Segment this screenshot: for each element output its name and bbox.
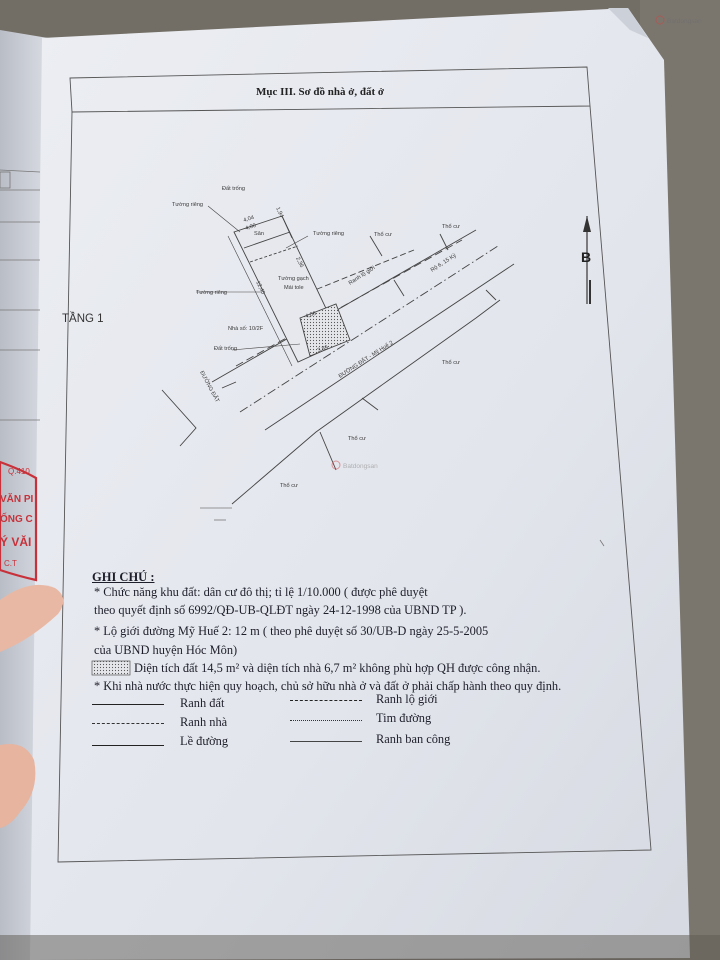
stamp-text-a: Q.410 (8, 467, 30, 476)
dim-bot-1: 4,06 (305, 311, 317, 320)
legend-line-ranh-nha (92, 723, 164, 724)
side-road (161, 389, 197, 447)
legend-line-ranh-dat (92, 704, 164, 705)
road-boundary-dashed (235, 239, 463, 367)
dim-bot-2: 3,89 (317, 345, 329, 354)
legend-label-ranh-lo-gioi: Ranh lộ giới (376, 692, 438, 706)
road-centerline (239, 245, 499, 413)
note-line-5: Diện tích đất 14,5 m² và diện tích nhà 6… (134, 661, 541, 675)
label-nha-so: Nhà số: 10/2F (228, 326, 264, 332)
finger-top (0, 584, 64, 652)
stamp-text-e: C.T (4, 559, 17, 568)
note-line-4: của UBND huyện Hóc Môn) (94, 643, 238, 657)
legend-label-ranh-dat: Ranh đất (180, 696, 225, 710)
stamp-text-b: VĂN PI (0, 492, 34, 505)
north-label: B (581, 249, 592, 265)
paper-sheet (30, 8, 690, 960)
label-tuong-gach: Tường gạch (278, 276, 309, 282)
legend-line-tim-duong (290, 720, 362, 721)
dim-top-2: 4,00 (245, 223, 257, 232)
note-line-6: * Khi nhà nước thực hiện quy hoạch, chủ … (94, 679, 562, 693)
label-tuong-rieng-1: Tường riêng (172, 202, 203, 208)
watermark-text-center: Batdongsan (343, 463, 378, 470)
label-san: Sân (254, 231, 264, 237)
legend-label-tim-duong: Tim đường (376, 711, 432, 725)
note-line-3: * Lộ giới đường Mỹ Huế 2: 12 m ( theo ph… (94, 624, 489, 638)
note-line-1: * Chức năng khu đất: dân cư đô thị; tỉ l… (94, 585, 428, 599)
section-title: Mục III. Sơ đồ nhà ở, đất ở (256, 86, 384, 98)
stamp-text-c: ỐNG C (0, 511, 33, 525)
legend-line-ranh-ban-cong (290, 741, 362, 742)
road-edge-lower (264, 263, 515, 431)
label-tho-cu-1: Thổ cư (374, 231, 392, 238)
area-legend-swatch (91, 660, 131, 676)
legend-label-ranh-nha: Ranh nhà (180, 715, 228, 729)
label-mai-tole: Mái tole (284, 285, 304, 291)
watermark-logo: Batdongsan (655, 15, 702, 25)
frame-border (57, 105, 652, 863)
notes-heading: GHI CHÚ : (92, 570, 155, 584)
finger-bottom (0, 744, 36, 828)
dim-top-1: 4,04 (243, 215, 255, 224)
legend-line-ranh-lo-gioi (290, 700, 362, 701)
site-plan (161, 205, 515, 505)
north-arrow-icon (583, 216, 591, 304)
floor-label: TẦNG 1 (62, 313, 104, 325)
legend-label-le-duong: Lề đường (180, 734, 229, 748)
note-line-2: theo quyết định số 6992/QĐ-UB-QLĐT ngày … (94, 603, 467, 617)
label-tho-cu-5: Thổ cư (280, 482, 298, 489)
watermark-text-top: Batdongsan (667, 18, 702, 25)
watermark-center: Batdongsan (331, 460, 378, 470)
legend-line-le-duong (92, 745, 164, 746)
dim-right-2: 1,94 (274, 206, 284, 218)
dim-left-1: 12,40 (254, 280, 266, 295)
label-dat-trong-top: Đất trống (222, 186, 245, 192)
label-tho-cu-2: Thổ cư (442, 223, 460, 230)
label-tho-cu-3: Thổ cư (442, 359, 460, 366)
lower-lot-line (231, 299, 501, 505)
hatched-area (299, 303, 351, 357)
red-stamp: Q.410 VĂN PI ỐNG C Ý VĂI C.T (0, 460, 38, 582)
label-tho-cu-4: Thổ cư (348, 435, 366, 442)
label-tuong-rieng-2: Tường riêng (313, 231, 344, 237)
dim-right-1: 2,36 (294, 256, 304, 268)
label-dat-trong-left: Đất trống (214, 346, 237, 352)
label-tuong-rieng-3: Tường riêng (196, 290, 227, 296)
stamp-text-d: Ý VĂI (0, 534, 31, 549)
legend-label-ranh-ban-cong: Ranh ban công (376, 732, 451, 746)
